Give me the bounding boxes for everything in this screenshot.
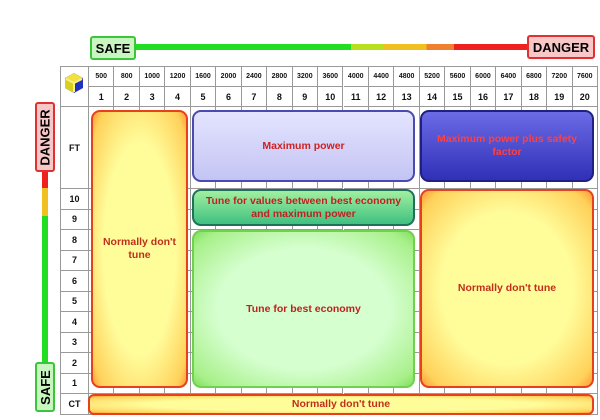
column-header: 13: [394, 87, 420, 107]
top-safe-label: SAFE: [90, 36, 136, 60]
column-header: 17: [496, 87, 522, 107]
rpm-header: 1000: [139, 67, 166, 87]
row-header-ct: CT: [61, 394, 89, 415]
rpm-header: 800: [114, 67, 140, 87]
row-header: 9: [61, 209, 89, 230]
column-header: 10: [318, 87, 344, 107]
row-header: 5: [61, 291, 89, 312]
rpm-header: 5600: [445, 67, 471, 87]
region-ct-normally-dont-tune: Normally don't tune: [88, 394, 594, 415]
rpm-header: 2800: [267, 67, 293, 87]
column-header: 14: [419, 87, 446, 107]
column-header: 8: [267, 87, 293, 107]
rpm-header: 1600: [190, 67, 217, 87]
rpm-header: 4400: [368, 67, 395, 87]
column-header: 15: [445, 87, 471, 107]
grid-cell: [165, 373, 191, 394]
rpm-header: 500: [89, 67, 115, 87]
side-safe-text: SAFE: [37, 369, 53, 405]
side-safe-label: SAFE: [35, 362, 55, 412]
side-danger-text: DANGER: [37, 108, 53, 166]
column-header: 11: [343, 87, 369, 107]
region-between-economy-power: Tune for values between best economy and…: [192, 189, 415, 226]
side-scale-bar: [42, 168, 48, 368]
column-header: 2: [114, 87, 140, 107]
rpm-header: 7200: [547, 67, 573, 87]
column-header: 20: [572, 87, 598, 107]
row-header: 3: [61, 332, 89, 353]
grid-cell: [572, 373, 598, 394]
grid-cell: [572, 107, 598, 189]
rpm-header: 6400: [496, 67, 522, 87]
region-maximum-power-safety: Maximum power plus safety factor: [420, 110, 594, 182]
column-header: 19: [547, 87, 573, 107]
region-best-economy: Tune for best economy: [192, 230, 415, 388]
row-header-ft: FT: [61, 107, 89, 189]
column-header: 4: [165, 87, 191, 107]
rpm-header: 3200: [292, 67, 319, 87]
logo-cell: [61, 67, 89, 107]
column-header: 9: [292, 87, 319, 107]
region-right-normally-dont-tune: Normally don't tune: [420, 189, 594, 388]
rpm-header: 2000: [216, 67, 242, 87]
grid-cell: [394, 373, 420, 394]
cube-logo-icon: [64, 72, 84, 99]
row-header: 8: [61, 230, 89, 251]
region-maximum-power: Maximum power: [192, 110, 415, 182]
grid-cell: [394, 209, 420, 230]
rpm-header: 1200: [165, 67, 191, 87]
side-danger-label: DANGER: [35, 102, 55, 172]
column-header: 16: [470, 87, 497, 107]
rpm-header: 5200: [419, 67, 446, 87]
grid-cell: [394, 107, 420, 189]
top-scale-bar: [134, 44, 529, 50]
row-header: 7: [61, 250, 89, 271]
row-header: 4: [61, 312, 89, 333]
column-header: 6: [216, 87, 242, 107]
rpm-header: 4800: [394, 67, 420, 87]
region-left-normally-dont-tune: Normally don't tune: [91, 110, 188, 388]
row-header: 1: [61, 373, 89, 394]
column-header: 18: [521, 87, 548, 107]
rpm-header: 6000: [470, 67, 497, 87]
rpm-header: 3600: [318, 67, 344, 87]
top-danger-label: DANGER: [527, 35, 595, 59]
rpm-header: 7600: [572, 67, 598, 87]
row-header: 10: [61, 189, 89, 210]
column-header: 1: [89, 87, 115, 107]
column-header: 5: [190, 87, 217, 107]
column-header: 7: [241, 87, 268, 107]
rpm-header: 6800: [521, 67, 548, 87]
rpm-header: 2400: [241, 67, 268, 87]
rpm-header: 4000: [343, 67, 369, 87]
row-header: 2: [61, 353, 89, 374]
column-header: 3: [139, 87, 166, 107]
column-header: 12: [368, 87, 395, 107]
row-header: 6: [61, 271, 89, 292]
